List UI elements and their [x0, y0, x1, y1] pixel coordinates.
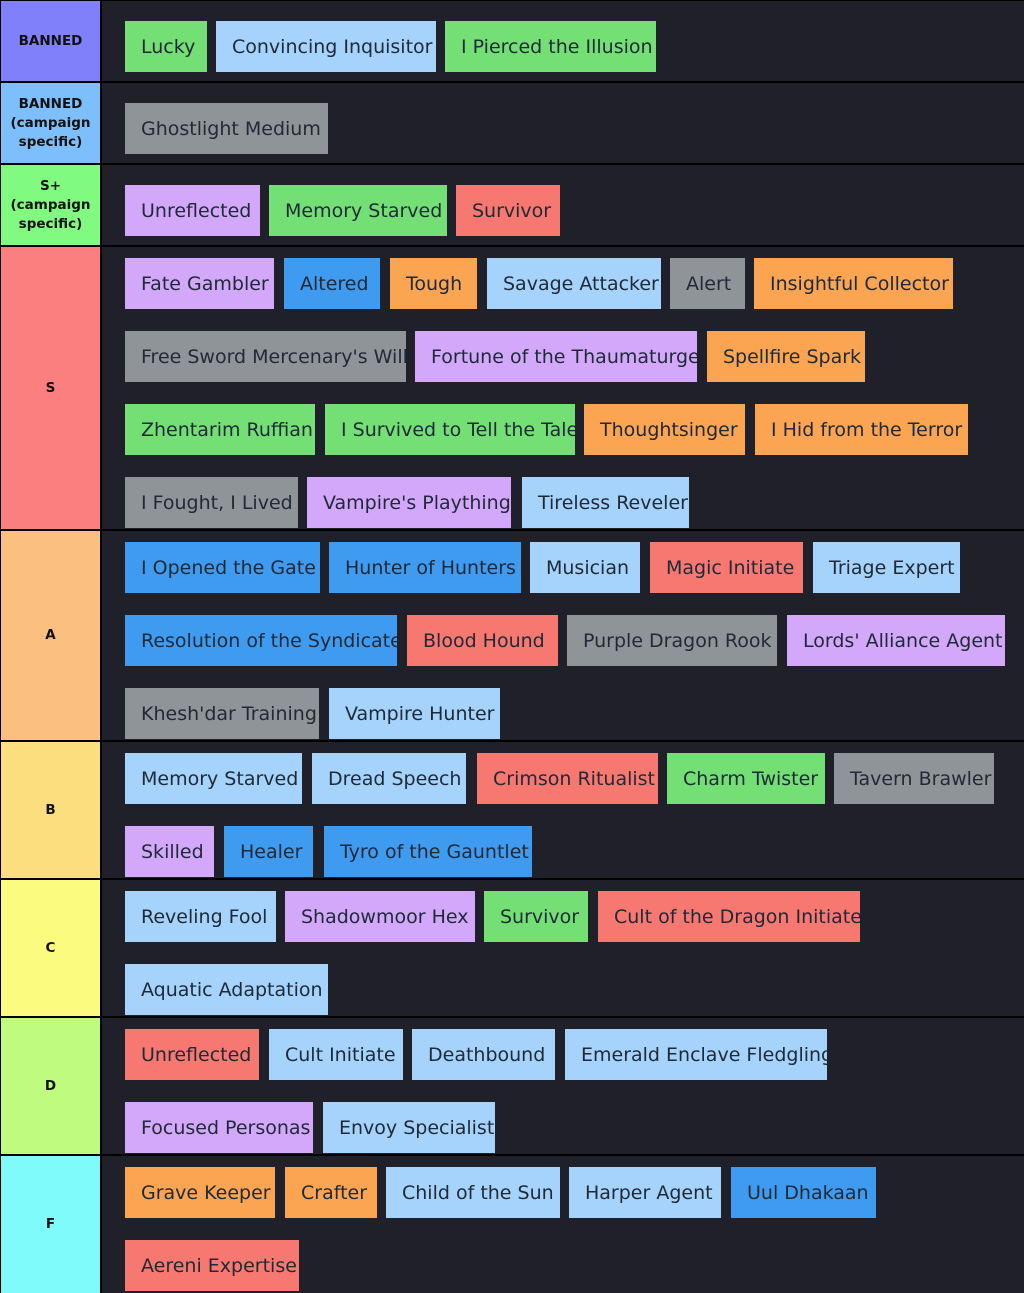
tier-item-musician[interactable]: Musician: [530, 542, 640, 593]
tier-item-shadowmoor-hex[interactable]: Shadowmoor Hex: [285, 891, 475, 942]
tier-label[interactable]: C: [1, 880, 100, 1016]
tier-item-purple-dragon-rook[interactable]: Purple Dragon Rook: [567, 615, 777, 666]
tier-item-tyro-of-the-gauntlet[interactable]: Tyro of the Gauntlet: [324, 826, 532, 877]
tier-item-unreflected[interactable]: Unreflected: [125, 185, 260, 236]
tier-item-spellfire-spark[interactable]: Spellfire Spark: [707, 331, 865, 382]
tier-item-harper-agent[interactable]: Harper Agent: [569, 1167, 721, 1218]
tier-item-tireless-reveler[interactable]: Tireless Reveler: [522, 477, 689, 528]
tier-label[interactable]: F: [1, 1156, 100, 1293]
tier-label[interactable]: A: [1, 531, 100, 740]
tier-item-lords-alliance-agent[interactable]: Lords' Alliance Agent: [787, 615, 1005, 666]
tier-item-crafter[interactable]: Crafter: [285, 1167, 377, 1218]
tier-item-reveling-fool[interactable]: Reveling Fool: [125, 891, 276, 942]
tier-label[interactable]: BANNED (campaign specific): [1, 83, 100, 163]
tier-item-alert[interactable]: Alert: [670, 258, 745, 309]
tier-item-triage-expert[interactable]: Triage Expert: [813, 542, 960, 593]
tier-item-memory-starved[interactable]: Memory Starved: [125, 753, 302, 804]
tier-item-cult-of-the-dragon-initiate[interactable]: Cult of the Dragon Initiate: [598, 891, 860, 942]
tier-item-unreflected[interactable]: Unreflected: [125, 1029, 259, 1080]
tier-item-focused-personas[interactable]: Focused Personas: [125, 1102, 313, 1153]
tier-item-dread-speech[interactable]: Dread Speech: [312, 753, 466, 804]
tier-item-savage-attacker[interactable]: Savage Attacker: [487, 258, 661, 309]
tier-item-tough[interactable]: Tough: [390, 258, 477, 309]
tier-item-charm-twister[interactable]: Charm Twister: [667, 753, 825, 804]
tier-item-free-sword-mercenary-s-will[interactable]: Free Sword Mercenary's Will: [125, 331, 406, 382]
tier-item-cult-initiate[interactable]: Cult Initiate: [269, 1029, 403, 1080]
tier-item-vampire-hunter[interactable]: Vampire Hunter: [329, 688, 500, 739]
tier-item-child-of-the-sun[interactable]: Child of the Sun: [386, 1167, 560, 1218]
tier-label[interactable]: BANNED: [1, 1, 100, 81]
tier-item-lucky[interactable]: Lucky: [125, 21, 207, 72]
tier-item-deathbound[interactable]: Deathbound: [412, 1029, 555, 1080]
tier-item-envoy-specialist[interactable]: Envoy Specialist: [323, 1102, 495, 1153]
tier-label[interactable]: B: [1, 742, 100, 878]
tier-item-magic-initiate[interactable]: Magic Initiate: [650, 542, 803, 593]
tier-item-fate-gambler[interactable]: Fate Gambler: [125, 258, 274, 309]
tier-item-fortune-of-the-thaumaturge[interactable]: Fortune of the Thaumaturge: [415, 331, 697, 382]
tier-item-memory-starved[interactable]: Memory Starved: [269, 185, 447, 236]
tier-label[interactable]: D: [1, 1018, 100, 1154]
tier-label[interactable]: S: [1, 247, 100, 529]
tier-item-tavern-brawler[interactable]: Tavern Brawler: [834, 753, 994, 804]
tier-item-i-survived-to-tell-the-tale[interactable]: I Survived to Tell the Tale: [325, 404, 575, 455]
tier-label[interactable]: S+ (campaign specific): [1, 165, 100, 245]
tier-item-crimson-ritualist[interactable]: Crimson Ritualist: [477, 753, 658, 804]
tier-item-vampire-s-plaything[interactable]: Vampire's Plaything: [307, 477, 511, 528]
tier-item-survivor[interactable]: Survivor: [484, 891, 588, 942]
tier-item-thoughtsinger[interactable]: Thoughtsinger: [584, 404, 745, 455]
tier-item-hunter-of-hunters[interactable]: Hunter of Hunters: [329, 542, 521, 593]
tier-item-aquatic-adaptation[interactable]: Aquatic Adaptation: [125, 964, 328, 1015]
tier-item-ghostlight-medium[interactable]: Ghostlight Medium: [125, 103, 328, 154]
tier-item-insightful-collector[interactable]: Insightful Collector: [754, 258, 953, 309]
tier-item-healer[interactable]: Healer: [224, 826, 313, 877]
tier-item-altered[interactable]: Altered: [284, 258, 380, 309]
tier-item-i-hid-from-the-terror[interactable]: I Hid from the Terror: [755, 404, 968, 455]
tier-item-resolution-of-the-syndicate[interactable]: Resolution of the Syndicate: [125, 615, 397, 666]
tier-item-survivor[interactable]: Survivor: [456, 185, 560, 236]
tier-item-aereni-expertise[interactable]: Aereni Expertise: [125, 1240, 299, 1291]
tier-item-skilled[interactable]: Skilled: [125, 826, 214, 877]
tier-item-khesh-dar-training[interactable]: Khesh'dar Training: [125, 688, 319, 739]
tier-items-area: Ghostlight Medium: [102, 83, 1024, 163]
tier-item-grave-keeper[interactable]: Grave Keeper: [125, 1167, 275, 1218]
tier-item-i-opened-the-gate[interactable]: I Opened the Gate: [125, 542, 320, 593]
tier-item-blood-hound[interactable]: Blood Hound: [407, 615, 558, 666]
tier-item-i-pierced-the-illusion[interactable]: I Pierced the Illusion: [445, 21, 656, 72]
tier-item-i-fought-i-lived[interactable]: I Fought, I Lived: [125, 477, 298, 528]
tier-item-convincing-inquisitor[interactable]: Convincing Inquisitor: [216, 21, 436, 72]
tier-item-emerald-enclave-fledgling[interactable]: Emerald Enclave Fledgling: [565, 1029, 827, 1080]
tier-item-uul-dhakaan[interactable]: Uul Dhakaan: [731, 1167, 876, 1218]
tier-row-banned-campaign-specific-1: BANNED (campaign specific) Ghostlight Med…: [0, 83, 1024, 163]
tier-item-zhentarim-ruffian[interactable]: Zhentarim Ruffian: [125, 404, 315, 455]
